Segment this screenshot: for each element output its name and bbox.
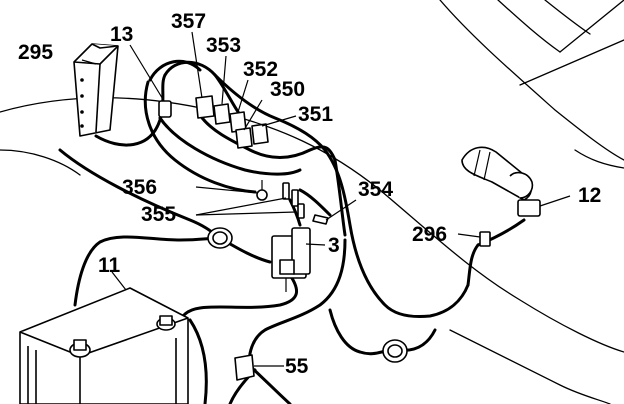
callout-11: 11 <box>98 254 121 277</box>
callout-355: 355 <box>141 203 176 226</box>
connector-351 <box>251 123 269 145</box>
callout-350: 350 <box>270 78 305 101</box>
ring-terminal-356 <box>256 180 268 201</box>
connector-357 <box>195 95 215 119</box>
leader-lines <box>81 31 571 367</box>
callout-3: 3 <box>328 234 340 257</box>
control-unit-295 <box>73 43 119 137</box>
callout-357: 357 <box>171 10 206 33</box>
battery-11 <box>19 287 189 404</box>
connector-350 <box>235 127 253 149</box>
callout-351: 351 <box>298 103 333 126</box>
connector-13 <box>158 100 172 118</box>
main-harness <box>58 59 526 404</box>
callout-13: 13 <box>110 23 133 46</box>
callout-296: 296 <box>412 223 447 246</box>
connector-55 <box>234 354 255 381</box>
callout-356: 356 <box>122 176 157 199</box>
callout-353: 353 <box>206 34 241 57</box>
callout-55: 55 <box>285 355 309 378</box>
connector-353 <box>213 103 231 125</box>
callout-labels: 295 13 357 353 352 350 351 356 355 354 3… <box>18 10 601 378</box>
callout-12: 12 <box>578 184 601 207</box>
grommet-upper <box>207 227 233 249</box>
callout-354: 354 <box>358 178 393 201</box>
callout-295: 295 <box>18 41 53 64</box>
terminal-354 <box>312 214 329 225</box>
relay-3 <box>271 227 311 292</box>
callout-352: 352 <box>243 58 278 81</box>
terminals-355 <box>282 182 305 219</box>
handlebar-grip-12 <box>461 146 541 217</box>
grommet-lower <box>382 339 408 363</box>
sensor-296 <box>479 231 491 247</box>
